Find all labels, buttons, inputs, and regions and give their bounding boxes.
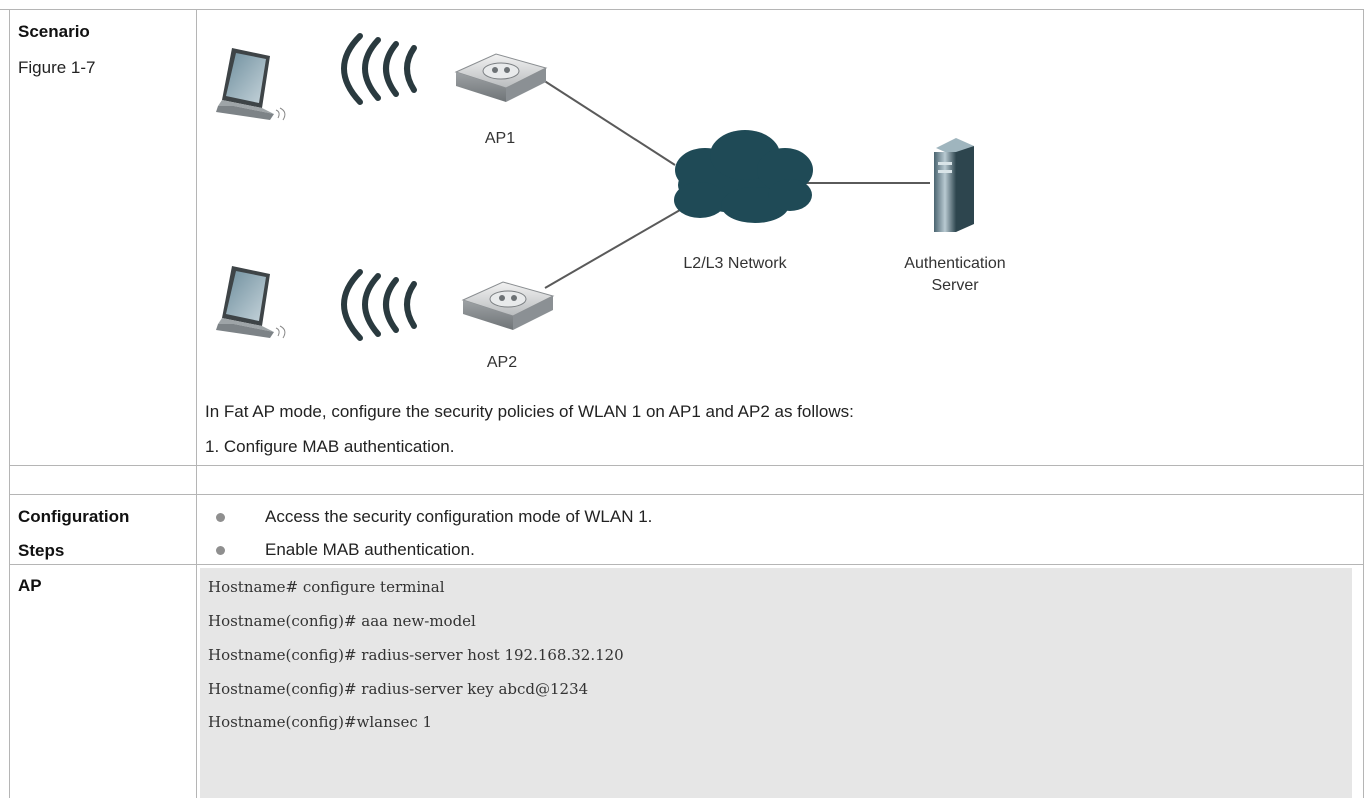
- figure-reference: Figure 1-7: [18, 58, 96, 77]
- bullet-icon: [216, 546, 225, 555]
- server-label-line1: Authentication: [904, 255, 1005, 272]
- step-item: Enable MAB authentication.: [265, 540, 475, 559]
- code-line: Hostname(config)#wlansec 1: [208, 713, 433, 731]
- laptop-icon: [216, 266, 286, 339]
- scenario-description: In Fat AP mode, configure the security p…: [205, 402, 854, 421]
- ap1-label: AP1: [485, 130, 515, 147]
- code-line: Hostname(config)# aaa new-model: [208, 612, 476, 630]
- network-cloud-icon: [674, 130, 813, 223]
- row-divider-3: [9, 564, 1364, 565]
- wireless-signal-icon: [341, 33, 417, 105]
- code-line: Hostname# configure terminal: [208, 578, 445, 596]
- link-ap1-network: [542, 79, 676, 166]
- steps-heading-line2: Steps: [18, 541, 65, 560]
- row-divider-1: [9, 465, 1364, 466]
- ap-heading: AP: [18, 576, 42, 595]
- row-divider-2: [9, 494, 1364, 495]
- wireless-signal-icon: [341, 269, 417, 341]
- steps-heading-line1: Configuration: [18, 507, 130, 526]
- authentication-server-icon: [934, 138, 974, 232]
- code-block: [200, 568, 1352, 798]
- step-item: Access the security configuration mode o…: [265, 507, 653, 526]
- code-line: Hostname(config)# radius-server host 192…: [208, 646, 624, 664]
- table-column-divider: [196, 9, 197, 798]
- table-border-top: [0, 9, 1364, 10]
- ap2-label: AP2: [487, 354, 517, 371]
- network-label: L2/L3 Network: [683, 255, 787, 272]
- server-label-line2: Server: [931, 277, 979, 294]
- access-point-icon: [461, 281, 555, 330]
- laptop-icon: [216, 48, 286, 121]
- link-ap2-network: [544, 209, 681, 289]
- code-line: Hostname(config)# radius-server key abcd…: [208, 680, 589, 698]
- table-border-left: [9, 9, 10, 798]
- bullet-icon: [216, 513, 225, 522]
- access-point-icon: [454, 53, 548, 102]
- scenario-heading: Scenario: [18, 22, 90, 41]
- network-topology-diagram: AP1 L2/L3 Network Authentication Server: [216, 33, 1006, 371]
- scenario-item-1: 1. Configure MAB authentication.: [205, 437, 455, 456]
